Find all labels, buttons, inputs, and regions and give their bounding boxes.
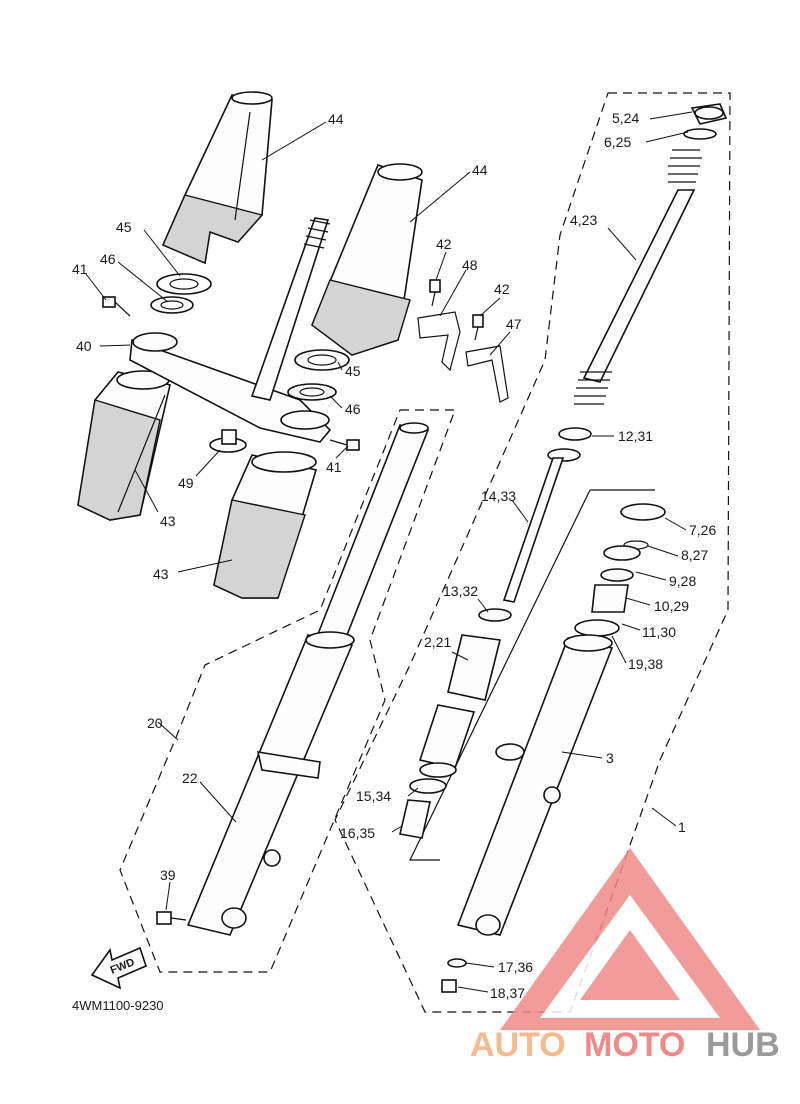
- leader-lines: [85, 111, 693, 993]
- lower-spring: [574, 371, 612, 405]
- callout-46-right: 46: [345, 401, 361, 417]
- callout-3: 3: [606, 750, 614, 766]
- watermark-auto: AUTO: [470, 1026, 566, 1064]
- watermark-logo-icon: [500, 848, 760, 1030]
- callout-6-25: 6,25: [604, 134, 631, 150]
- callout-9-28: 9,28: [669, 573, 696, 589]
- callout-48: 48: [462, 257, 478, 273]
- drawing-code: 4WM1100-9230: [72, 998, 164, 1013]
- fork-cover-lower-left: [77, 370, 171, 521]
- fwd-arrow-icon: FWD: [90, 946, 147, 990]
- drain-screw-18-37: [441, 979, 457, 993]
- callout-41-right: 41: [326, 459, 342, 475]
- assembly-outline-1: [334, 92, 731, 1013]
- outer-tube-22: [186, 631, 355, 936]
- damper-group-outline: [409, 489, 655, 861]
- fork-cover-lower-right: [213, 451, 318, 599]
- callout-10-29: 10,29: [654, 598, 689, 614]
- ring-12-31: [558, 427, 592, 441]
- collar-49: [209, 429, 247, 453]
- bolt-39: [156, 911, 187, 925]
- callout-19-38: 19,38: [628, 656, 663, 672]
- watermark-moto: MOTO: [584, 1026, 685, 1064]
- bracket-47: [465, 345, 509, 403]
- under-bracket: [129, 217, 332, 443]
- callout-43-right: 43: [153, 566, 169, 582]
- callout-11-30: 11,30: [642, 624, 676, 640]
- dust-seal-19-38: [574, 619, 620, 637]
- outer-tube-3: [456, 634, 614, 936]
- callout-39: 39: [160, 867, 176, 883]
- bolt-42-left: [429, 279, 441, 307]
- fork-cover-upper-right: [311, 163, 423, 356]
- bolt-41-left: [102, 296, 131, 317]
- bracket-48: [417, 311, 461, 372]
- callout-42-right: 42: [494, 281, 510, 297]
- assembly-outline-20: [119, 409, 456, 973]
- callout-15-34: 15,34: [356, 788, 391, 804]
- seal-45-right: [294, 349, 350, 371]
- callout-4-23: 4,23: [570, 212, 597, 228]
- callout-14-33: 14,33: [481, 488, 516, 504]
- callout-20: 20: [147, 715, 163, 731]
- callout-22: 22: [182, 770, 198, 786]
- callout-16-35: 16,35: [340, 825, 375, 841]
- watermark-text: AUTO MOTO HUB: [470, 1026, 780, 1064]
- callout-13-32: 13,32: [443, 583, 478, 599]
- inner-tube-left: [316, 422, 430, 641]
- bolt-41-right: [329, 439, 360, 451]
- cap-bolt-5-24: [690, 103, 728, 125]
- callout-41-left: 41: [72, 261, 88, 277]
- callout-18-37: 18,37: [490, 985, 525, 1001]
- callout-5-24: 5,24: [612, 110, 639, 126]
- callout-2-21: 2,21: [424, 634, 451, 650]
- callout-49: 49: [178, 475, 194, 491]
- callout-45-right: 45: [345, 363, 361, 379]
- upper-spring-4-23: [582, 149, 702, 383]
- drain-screw-17-36: [447, 958, 467, 968]
- washer-46-left: [150, 296, 194, 314]
- callout-40: 40: [76, 338, 92, 354]
- callout-1: 1: [678, 819, 686, 835]
- fork-cover-upper-left: [161, 91, 273, 265]
- washer-46-right: [287, 383, 337, 401]
- callout-17-36: 17,36: [498, 959, 533, 975]
- damper-rod-14-33: [502, 448, 581, 603]
- watermark-hub: HUB: [706, 1026, 780, 1064]
- o-ring-6-25: [683, 128, 717, 140]
- piston-2-21: [418, 634, 501, 778]
- spring-seat-13-32: [478, 608, 512, 622]
- callout-42-left: 42: [436, 236, 452, 252]
- piece-16-35: [399, 799, 431, 839]
- callout-47: 47: [506, 316, 522, 332]
- callout-43-left: 43: [160, 513, 176, 529]
- callout-44-right: 44: [472, 162, 488, 178]
- callout-12-31: 12,31: [618, 428, 653, 444]
- callout-labels: 44 44 45 46 41 40 43 49 43 41 45 46 42 4…: [72, 110, 716, 1001]
- callout-8-27: 8,27: [681, 547, 708, 563]
- callout-44-left: 44: [328, 111, 344, 127]
- callout-46-left: 46: [100, 251, 116, 267]
- seal-45-left: [156, 273, 212, 295]
- piece-15-34: [409, 778, 447, 794]
- callout-7-26: 7,26: [689, 522, 716, 538]
- seals-7-to-11: [591, 503, 666, 613]
- bolt-42-right: [472, 314, 484, 341]
- callout-45-left: 45: [116, 219, 132, 235]
